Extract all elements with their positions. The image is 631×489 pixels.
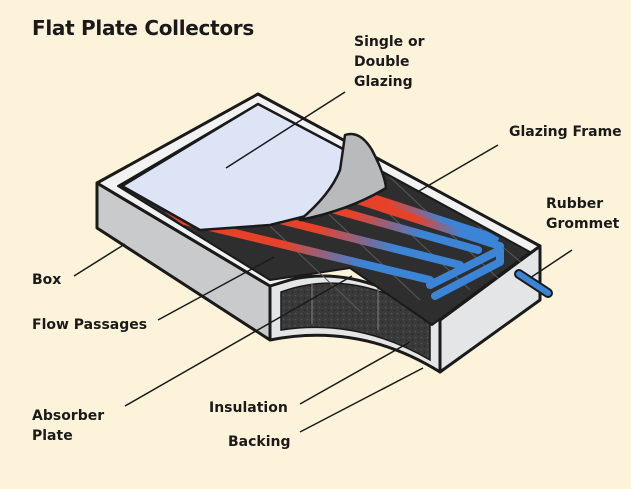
- label-rubber-grommet-line-2: Grommet: [546, 216, 620, 232]
- leader-flow-passages: [157, 256, 275, 321]
- leader-lines: [73, 91, 573, 433]
- header-pipe: [426, 246, 504, 300]
- label-rubber-grommet-line-1: Rubber: [546, 196, 604, 212]
- flow-pipe-5: [341, 192, 504, 250]
- label-glazing-line-1: Single or: [354, 34, 425, 50]
- label-absorber-plate-line-1: Absorber: [32, 408, 105, 424]
- label-rubber-grommet: Rubber Grommet: [546, 194, 619, 234]
- leader-glazing: [225, 91, 346, 169]
- leader-glazing-frame: [418, 144, 499, 192]
- label-flow-passages: Flow Passages: [32, 317, 148, 333]
- label-insulation: Insulation: [209, 400, 288, 416]
- label-glazing-line-2: Double: [354, 54, 410, 70]
- rubber-grommet-fill: [516, 271, 551, 296]
- leader-insulation: [299, 341, 411, 405]
- page-title: Flat Plate Collectors: [32, 16, 254, 40]
- label-glazing: Single or Double Glazing: [354, 32, 425, 92]
- leader-backing: [299, 367, 424, 433]
- label-absorber-plate-line-2: Plate: [32, 428, 73, 444]
- label-glazing-frame: Glazing Frame: [509, 124, 622, 140]
- leader-box: [73, 243, 126, 277]
- glazing-fold: [298, 132, 388, 222]
- label-box: Box: [32, 272, 62, 288]
- leader-absorber-plate: [124, 275, 353, 407]
- label-absorber-plate: Absorber Plate: [32, 406, 104, 446]
- leader-rubber-grommet: [529, 249, 573, 279]
- label-glazing-line-3: Glazing: [354, 74, 413, 90]
- label-backing: Backing: [228, 434, 291, 450]
- insulation-layer: [280, 282, 431, 362]
